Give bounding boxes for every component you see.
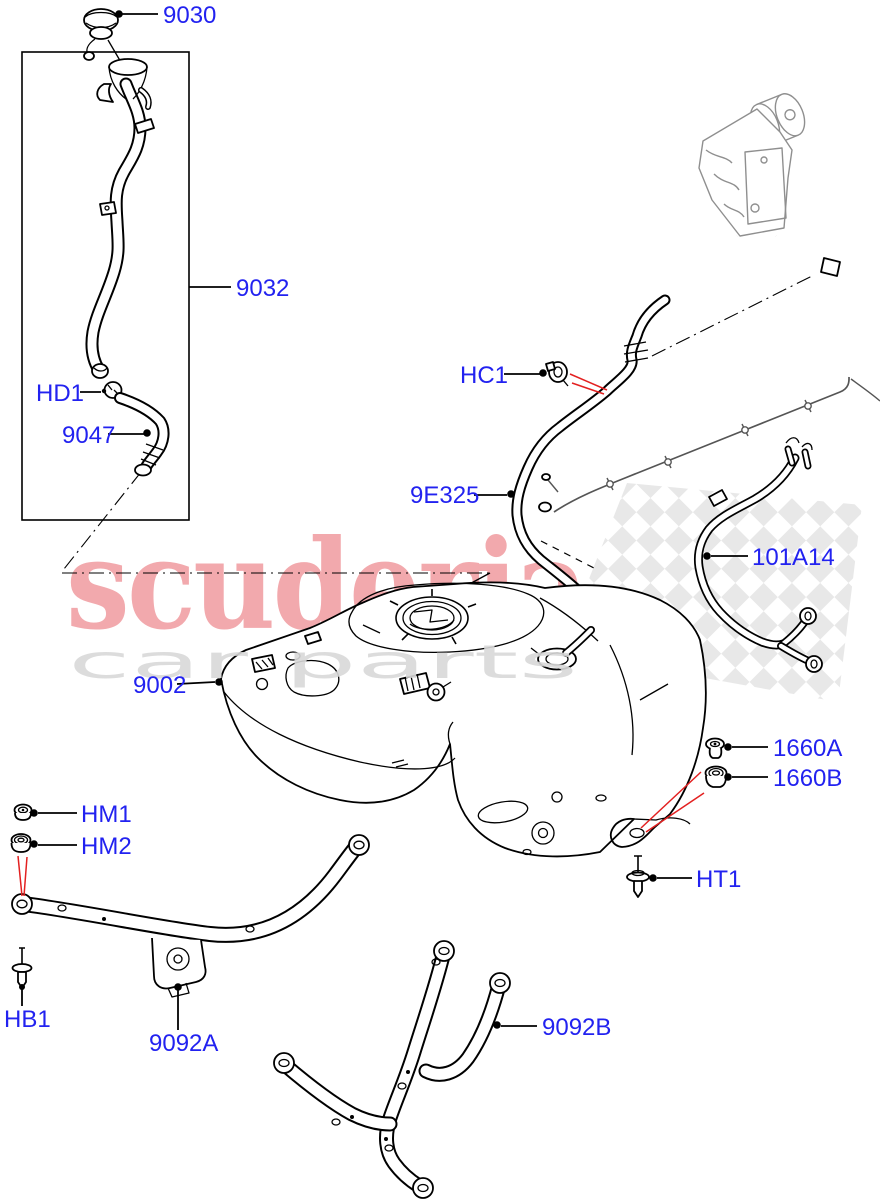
part-label-9092a[interactable]: 9092A: [149, 1030, 218, 1057]
canister-assembly-drawing: [663, 93, 861, 379]
grommet-1660b-icon: [704, 765, 728, 788]
part-label-9e325[interactable]: 9E325: [410, 482, 479, 509]
part-label-9030[interactable]: 9030: [163, 2, 216, 29]
washer-hm1-icon: [13, 803, 33, 821]
part-label-9032[interactable]: 9032: [236, 275, 289, 302]
part-label-ht1[interactable]: HT1: [696, 866, 741, 893]
part-label-9092b[interactable]: 9092B: [542, 1014, 611, 1041]
hc1-clip-icon: [545, 361, 569, 387]
red-callout-lines: [17, 373, 705, 897]
part-label-hm2[interactable]: HM2: [81, 833, 132, 860]
stud-ht1-icon: [626, 855, 650, 898]
washer-hm2-icon: [10, 833, 32, 853]
subtext-watermark: car parts: [68, 635, 578, 689]
leader-lines: [19, 10, 768, 1030]
part-label-1660a[interactable]: 1660A: [773, 735, 842, 762]
part-label-9002[interactable]: 9002: [133, 672, 186, 699]
tank-strap-a-drawing: [11, 834, 370, 998]
part-label-hb1[interactable]: HB1: [4, 1006, 51, 1033]
filler-pipe-drawing: [85, 58, 170, 477]
vent-line-drawing: [538, 257, 880, 513]
part-labels: 9030 9032 HD1 9047 HC1 9E325 101A14 9002…: [4, 2, 842, 1057]
part-label-hd1[interactable]: HD1: [36, 380, 84, 407]
part-label-9047[interactable]: 9047: [62, 422, 115, 449]
part-label-101a14[interactable]: 101A14: [752, 544, 835, 571]
fuel-cap-drawing: [83, 8, 119, 61]
grommet-1660a-icon: [705, 737, 725, 759]
fuel-tank-drawing: [220, 581, 707, 858]
part-label-hc1[interactable]: HC1: [460, 362, 508, 389]
flange-lock-tabs: [389, 589, 477, 645]
diagram-art: [10, 8, 880, 1199]
vent-pipe-drawing: [693, 437, 823, 673]
part-label-1660b[interactable]: 1660B: [773, 765, 842, 792]
filler-pipe-box: [21, 51, 190, 521]
tank-strap-b-drawing: [273, 940, 511, 1199]
part-label-hm1[interactable]: HM1: [81, 801, 132, 828]
bolt-hb1-icon: [11, 947, 33, 989]
